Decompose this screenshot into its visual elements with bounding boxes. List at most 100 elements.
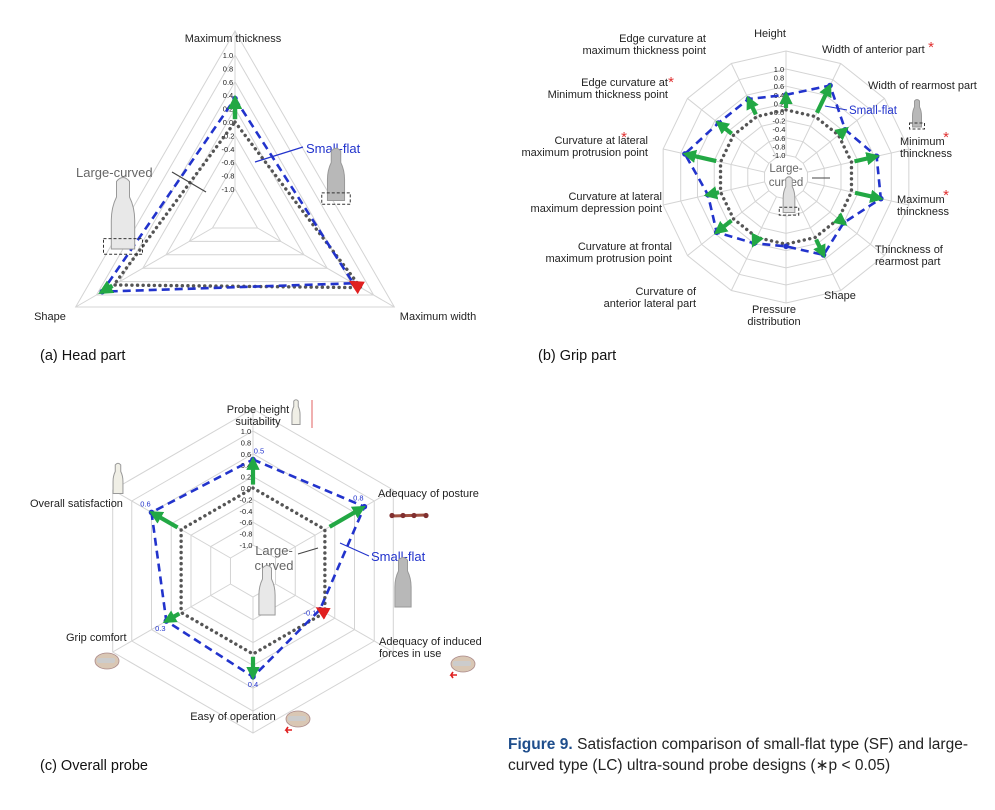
tick-label: 1.0 bbox=[223, 51, 233, 60]
axis-label-shape: Shape bbox=[34, 311, 66, 323]
series-small-flat-point bbox=[148, 509, 155, 516]
series-small-flat-line bbox=[683, 83, 883, 257]
series-small-flat-point bbox=[250, 456, 256, 463]
probe-tip-box bbox=[103, 238, 143, 255]
posture-joint-icon bbox=[400, 512, 406, 519]
tick-label: -0.8 bbox=[222, 172, 235, 181]
force-arrow-icon bbox=[284, 726, 292, 734]
significance-star: * bbox=[943, 187, 949, 204]
probe-icon bbox=[326, 147, 346, 201]
series-small-flat-point bbox=[827, 82, 833, 89]
difference-arrow bbox=[832, 212, 848, 226]
tick-label: 0.4 bbox=[774, 91, 784, 100]
series-small-flat-point bbox=[361, 503, 368, 510]
difference-arrow bbox=[854, 152, 880, 166]
grid-ring bbox=[165, 134, 305, 256]
axis-label-maximum-width: Maximum width bbox=[400, 311, 476, 323]
tick-label: -0.2 bbox=[773, 117, 786, 126]
figure-label: Figure 9. bbox=[508, 736, 573, 753]
difference-arrow bbox=[715, 120, 733, 136]
axis-label-height: Height bbox=[754, 28, 786, 40]
series-label-small-flat: Small-flat bbox=[306, 141, 361, 156]
hand-probe-icon bbox=[453, 661, 471, 666]
radar-chart-overall-probe: 1.00.80.60.40.20.0-0.2-0.4-0.6-0.8-1.0Pr… bbox=[30, 404, 482, 774]
axis-label-grip-comfort: Grip comfort bbox=[66, 632, 127, 644]
series-small-flat-point bbox=[878, 195, 884, 202]
significance-star: * bbox=[668, 74, 674, 91]
data-label: 0.6 bbox=[140, 499, 150, 508]
axis-label-width-of-anterior-part: Width of anterior part bbox=[822, 44, 925, 56]
difference-arrow bbox=[703, 186, 720, 200]
difference-arrow bbox=[315, 607, 331, 620]
posture-joint-icon bbox=[411, 512, 417, 519]
tick-label: -0.2 bbox=[240, 495, 253, 504]
tick-label: -0.6 bbox=[240, 518, 253, 527]
axis-label-adequacy-of-posture: Adequacy of posture bbox=[378, 488, 479, 500]
difference-arrow bbox=[348, 280, 365, 295]
probe-tip-box bbox=[909, 122, 925, 130]
axis-spoke bbox=[257, 227, 395, 308]
tick-label: 0.4 bbox=[241, 461, 251, 470]
hand-probe-icon bbox=[288, 716, 306, 721]
tick-label: -0.4 bbox=[240, 507, 253, 516]
grid-ring bbox=[95, 53, 375, 296]
series-small-flat-point bbox=[783, 243, 789, 250]
tick-label: -0.2 bbox=[222, 131, 235, 140]
difference-arrow bbox=[328, 505, 366, 529]
data-label: 0.8 bbox=[353, 494, 363, 503]
tick-label: 0.6 bbox=[223, 78, 233, 87]
probe-icon bbox=[291, 399, 301, 425]
series-small-flat-line bbox=[99, 96, 356, 294]
tick-label: 0.8 bbox=[241, 438, 251, 447]
difference-arrow bbox=[713, 218, 733, 235]
grid-ring-outer bbox=[74, 29, 396, 308]
probe-tip-box bbox=[778, 206, 800, 216]
caption-text: Satisfaction comparison of small-flat ty… bbox=[508, 736, 968, 774]
series-label-large-curved: Large-curved bbox=[76, 165, 153, 180]
panel-label-a: (a) Head part bbox=[40, 348, 125, 364]
probe-icon bbox=[110, 177, 136, 250]
grid-ring bbox=[188, 161, 282, 242]
radar-chart-head-part: 1.00.80.60.40.20.0-0.2-0.4-0.6-0.8-1.0Ma… bbox=[34, 29, 476, 364]
series-label-leader bbox=[339, 542, 370, 557]
probe-icon bbox=[112, 462, 124, 494]
posture-icon bbox=[391, 513, 427, 518]
difference-arrow bbox=[98, 280, 115, 294]
series-label-leader bbox=[171, 171, 207, 193]
difference-arrow bbox=[834, 126, 849, 141]
tick-label: -0.4 bbox=[773, 125, 786, 134]
data-label: 0.3 bbox=[155, 624, 165, 633]
axis-label-easy-of-operation: Easy of operation bbox=[190, 711, 276, 723]
tick-label: -0.6 bbox=[773, 134, 786, 143]
series-label-large-curved: Large-curved bbox=[254, 543, 293, 573]
series-label-leader bbox=[824, 105, 848, 111]
posture-joint-icon bbox=[423, 512, 429, 519]
tick-label: 0.4 bbox=[223, 91, 233, 100]
axis-label-maximum-thickness: Maximum thickness bbox=[185, 33, 282, 45]
difference-arrow bbox=[162, 610, 181, 624]
tick-label: -0.6 bbox=[222, 158, 235, 167]
tick-label: 1.0 bbox=[241, 427, 251, 436]
difference-arrow bbox=[854, 189, 884, 203]
significance-star: * bbox=[943, 129, 949, 146]
series-label-small-flat: Small-flat bbox=[849, 105, 898, 117]
axis-spoke bbox=[275, 583, 394, 653]
tick-label: -1.0 bbox=[773, 151, 786, 160]
series-large-curved-line bbox=[718, 108, 854, 246]
tick-label: 1.0 bbox=[774, 65, 784, 74]
grid-ring bbox=[141, 107, 329, 269]
tick-label: -0.8 bbox=[240, 530, 253, 539]
significance-star: * bbox=[621, 129, 627, 146]
data-label: -0.1 bbox=[303, 609, 316, 618]
axis-label-overall-satisfaction: Overall satisfaction bbox=[30, 498, 123, 510]
